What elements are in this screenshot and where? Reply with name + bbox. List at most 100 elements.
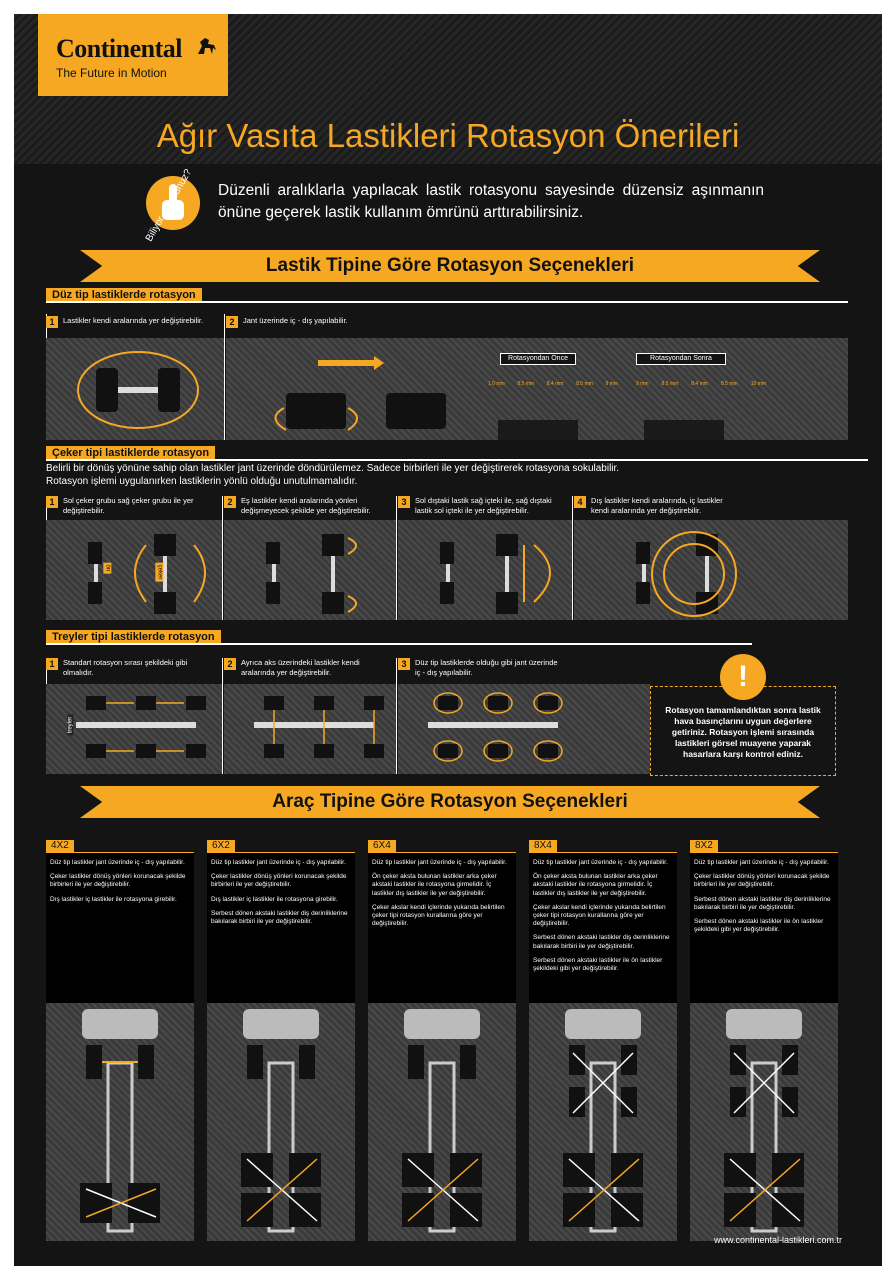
drive-diagram-2: [266, 534, 357, 614]
depth-value: 8.4 mm: [546, 381, 564, 387]
depth-value: 10 mm: [750, 381, 766, 387]
truck-chassis: [241, 1009, 321, 1233]
step-text: Sol dıştaki lastik sağ içteki ile, sağ d…: [415, 496, 552, 515]
divider: [46, 643, 752, 645]
before-rotation-label: Rotasyondan Önce: [500, 353, 576, 365]
vehicle-paragraph: Çeker akslar kendi içlerinde yukarıda be…: [533, 903, 666, 928]
brand-logo: Continental The Future in Motion: [38, 14, 228, 96]
divider: [222, 658, 223, 774]
asphalt-panel: [46, 338, 224, 440]
vehicle-paragraph: Serbest dönen akstaki lastikler diş deri…: [533, 934, 670, 950]
vehicle-paragraph: Serbest dönen akstaki lastikler ile ön l…: [694, 918, 824, 934]
brand-name: Continental: [56, 34, 182, 63]
step-text: Standart rotasyon sırası şekildeki gibi …: [63, 658, 188, 677]
inner-outer-diagram: [274, 356, 724, 440]
step-number: 2: [224, 496, 236, 508]
step-number: 3: [398, 658, 410, 670]
asphalt-panel: [224, 520, 396, 620]
vehicle-paragraph: Çeker akslar kendi içlerinde yukarıda be…: [372, 903, 505, 928]
drive-diagram-3: [440, 534, 551, 614]
vehicle-paragraph: Çeker lastikler dönüş yönleri korunacak …: [211, 873, 347, 889]
drive-tag: çeker: [155, 562, 164, 582]
vehicle-paragraph: Dış lastikler iç lastikler ile rotasyona…: [50, 895, 177, 903]
drive-diagram-1: [88, 534, 206, 614]
vehicle-paragraph: Düz tip lastikler jant üzerinde iç - dış…: [533, 859, 668, 866]
vehicle-paragraph: Serbest dönen akstaki lastikler ile ön l…: [533, 956, 663, 973]
before-depths: 1.0 mm 8.5 mm 8.4 mm 8.5 mm 9 mm: [488, 381, 618, 387]
trailer-step-1: 1 Standart rotasyon sırası şekildeki gibi…: [46, 658, 216, 678]
depth-value: 1.0 mm: [488, 381, 505, 387]
vehicle-panel: Düz tip lastikler jant üzerinde iç - dış…: [529, 852, 677, 1241]
depth-value: 8.5 mm: [720, 381, 738, 387]
truck-diagram: [207, 1003, 355, 1241]
truck-chassis: [724, 1009, 804, 1233]
divider: [396, 658, 397, 774]
vehicle-text: Düz tip lastikler jant üzerinde iç - dış…: [533, 859, 673, 979]
drive-tire-section-label: Çeker tipi lastiklerde rotasyon: [46, 446, 216, 460]
divider: [46, 459, 868, 461]
vehicle-paragraph: Düz tip lastikler jant üzerinde iç - dış…: [372, 859, 507, 866]
trailer-tag: treyler: [67, 714, 74, 736]
truck-chassis: [80, 1009, 160, 1233]
vehicle-paragraph: Düz tip lastikler jant üzerinde iç - dış…: [694, 859, 829, 866]
trailer-diagram-3: [428, 692, 563, 762]
flat-tire-section-label: Düz tip lastiklerde rotasyon: [46, 288, 202, 302]
divider: [46, 301, 848, 303]
page-title: Ağır Vasıta Lastikleri Rotasyon Öneriler…: [156, 117, 740, 154]
axle-rotation-diagram: [77, 351, 199, 429]
truck-diagram: [368, 1003, 516, 1241]
asphalt-panel: [398, 520, 572, 620]
header: Continental The Future in Motion Ağır Va…: [14, 14, 882, 164]
divider: [396, 496, 397, 620]
depth-value: 9 mm: [605, 381, 619, 387]
trailer-diagram-2: [254, 696, 384, 758]
depth-value: 9 mm: [636, 381, 649, 387]
vehicle-paragraph: Düz tip lastikler jant üzerinde iç - dış…: [50, 859, 185, 866]
intro-text: Düzenli aralıklarla yapılacak lastik rot…: [218, 182, 764, 221]
step-number: 2: [224, 658, 236, 670]
vehicle-paragraph: Dış lastikler iç lastikler ile rotasyona…: [211, 895, 338, 903]
truck-chassis: [402, 1009, 482, 1233]
step-number: 2: [226, 316, 238, 328]
vehicle-paragraph: Çeker lastikler dönüş yönleri korunacak …: [50, 873, 186, 889]
after-depths: 9 mm 8.5 mm 8.4 mm 8.5 mm 10 mm: [636, 381, 766, 387]
step-text: Lastikler kendi aralarında yer değiştire…: [63, 316, 204, 325]
vehicle-paragraph: Serbest dönen akstaki lastikler diş deri…: [211, 909, 348, 926]
truck-chassis: [563, 1009, 643, 1233]
step-text: Dış lastikler kendi aralarında, iç lasti…: [591, 496, 723, 515]
step-text: Sol çeker grubu sağ çeker grubu ile yer …: [63, 496, 194, 515]
trailer-tire-section-label: Treyler tipi lastiklerde rotasyon: [46, 630, 221, 644]
footer-url[interactable]: www.continental-lastikleri.com.tr: [713, 1235, 842, 1245]
truck-diagram: [46, 1003, 194, 1241]
drive-step-3: 3 Sol dıştaki lastik sağ içteki ile, sağ …: [398, 496, 568, 516]
vehicle-panel: Düz tip lastikler jant üzerinde iç - dış…: [46, 852, 194, 1241]
vehicle-panel: Düz tip lastikler jant üzerinde iç - dış…: [690, 852, 838, 1241]
vehicle-tag: 4X2: [46, 840, 74, 852]
vehicle-paragraph: Çeker lastikler dönüş yönleri korunacak …: [694, 873, 830, 889]
vehicle-type-ribbon: Araç Tipine Göre Rotasyon Seçenekleri: [80, 786, 820, 818]
step-text: Ayrıca aks üzerindeki lastikler kendi ar…: [241, 658, 360, 677]
asphalt-panel: [398, 684, 650, 774]
vehicle-text: Düz tip lastikler jant üzerinde iç - dış…: [211, 859, 351, 932]
truck-diagram: [529, 1003, 677, 1241]
step-number: 3: [398, 496, 410, 508]
vehicle-paragraph: Ön çeker aksta bulunan lastikler arka çe…: [533, 873, 658, 897]
truck-diagram: [690, 1003, 838, 1241]
vehicle-text: Düz tip lastikler jant üzerinde iç - dış…: [372, 859, 512, 934]
horse-icon: [198, 38, 216, 54]
trailer-diagram-1: [76, 696, 206, 758]
asphalt-panel: ön çeker: [46, 520, 222, 620]
vehicle-text: Düz tip lastikler jant üzerinde iç - dış…: [50, 859, 190, 910]
asphalt-panel: [224, 684, 396, 774]
vehicle-paragraph: Düz tip lastikler jant üzerinde iç - dış…: [211, 859, 346, 866]
drive-text-2: Rotasyon işlemi uygulanırken lastiklerin…: [46, 476, 358, 487]
depth-value: 8.5 mm: [661, 381, 679, 387]
step-number: 1: [46, 658, 58, 670]
asphalt-panel: treyler: [46, 684, 222, 774]
vehicle-panel: Düz tip lastikler jant üzerinde iç - dış…: [368, 852, 516, 1241]
drive-diagram-4: [636, 531, 737, 617]
